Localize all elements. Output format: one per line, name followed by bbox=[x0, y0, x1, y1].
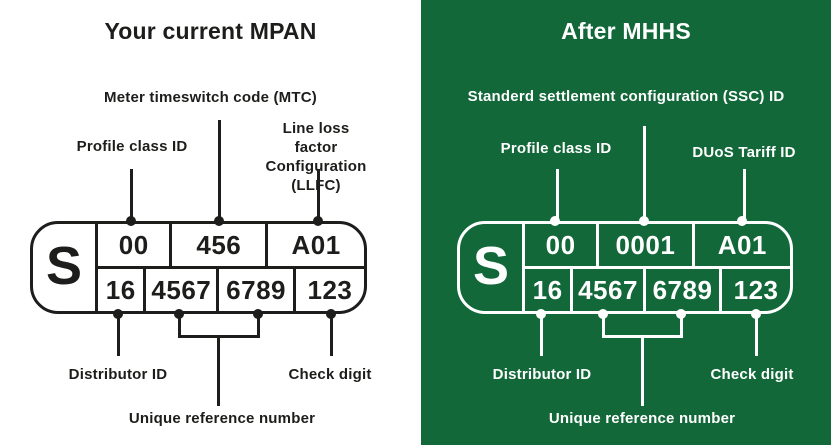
mpan-cell: A01 bbox=[717, 229, 767, 260]
llfc-label-line2: Configuration (LLFC) bbox=[265, 158, 367, 194]
mpan-cell: 16 bbox=[525, 269, 574, 311]
unique-ref-bracket-right bbox=[680, 314, 683, 338]
mpan-cell: 00 bbox=[98, 224, 173, 266]
panel-title: After MHHS bbox=[561, 18, 691, 44]
mtc-connector-line bbox=[218, 120, 221, 221]
duos-tariff-label: DUoS Tariff ID bbox=[692, 144, 796, 161]
mpan-cell: 456 bbox=[172, 224, 269, 266]
mpan-cell: 16 bbox=[98, 269, 147, 311]
profile-class-connector-line bbox=[556, 169, 559, 221]
llfc-connector-line bbox=[317, 169, 320, 221]
distributor-connector-line bbox=[117, 314, 120, 356]
mpan-cell: 0001 bbox=[599, 224, 695, 266]
profile-class-connector-line bbox=[130, 169, 133, 221]
mpan-grid: 00 456 A01 16 4567 6789 123 bbox=[98, 224, 364, 311]
mpan-cell: 123 bbox=[307, 274, 353, 305]
mpan-box: S 00 456 A01 16 4567 6789 123 bbox=[30, 221, 367, 314]
check-digit-connector-line bbox=[330, 314, 333, 356]
llfc-label: Line loss factor Configuration (LLFC) bbox=[264, 119, 369, 195]
mtc-label: Meter timeswitch code (MTC) bbox=[104, 89, 317, 106]
distributor-label: Distributor ID bbox=[68, 366, 168, 383]
check-digit-connector-line bbox=[755, 314, 758, 356]
distributor-connector-line bbox=[540, 314, 543, 356]
mpan-bottom-row: 16 4567 6789 123 bbox=[525, 269, 790, 311]
mpan-bottom-row: 16 4567 6789 123 bbox=[98, 269, 364, 311]
mpan-cell: 4567 bbox=[573, 269, 646, 311]
mpan-cell: 123 bbox=[733, 274, 779, 305]
unique-ref-bracket-right bbox=[257, 314, 260, 338]
mpan-cell: 00 bbox=[525, 224, 600, 266]
check-digit-label: Check digit bbox=[710, 366, 794, 383]
llfc-label-line1: Line loss factor bbox=[282, 120, 350, 156]
ssc-label: Standerd settlement configuration (SSC) … bbox=[467, 88, 785, 105]
mpan-prefix: S bbox=[33, 224, 98, 311]
check-digit-label: Check digit bbox=[288, 366, 372, 383]
unique-ref-bracket-left bbox=[178, 314, 181, 338]
profile-class-label: Profile class ID bbox=[76, 138, 188, 155]
after-mhhs-panel: After MHHS Standerd settlement configura… bbox=[421, 0, 831, 445]
unique-ref-label: Unique reference number bbox=[128, 410, 316, 427]
mpan-cell: 6789 bbox=[219, 269, 296, 311]
mpan-box: S 00 0001 A01 16 4567 6789 123 bbox=[457, 221, 793, 314]
ssc-connector-line bbox=[643, 126, 646, 221]
mpan-prefix: S bbox=[460, 224, 525, 311]
unique-ref-bracket-left bbox=[602, 314, 605, 338]
duos-connector-line bbox=[743, 169, 746, 221]
mpan-top-row: 00 456 A01 bbox=[98, 224, 364, 269]
current-mpan-panel: Your current MPAN Meter timeswitch code … bbox=[30, 18, 372, 427]
mpan-cell: 6789 bbox=[646, 269, 723, 311]
unique-ref-label: Unique reference number bbox=[548, 410, 736, 427]
unique-ref-stem-line bbox=[641, 335, 644, 406]
mpan-cell: A01 bbox=[291, 229, 341, 260]
profile-class-label: Profile class ID bbox=[500, 140, 612, 157]
panel-title: Your current MPAN bbox=[104, 18, 317, 44]
distributor-label: Distributor ID bbox=[492, 366, 592, 383]
mpan-grid: 00 0001 A01 16 4567 6789 123 bbox=[525, 224, 790, 311]
unique-ref-stem-line bbox=[217, 335, 220, 406]
mpan-cell: 4567 bbox=[146, 269, 220, 311]
mpan-top-row: 00 0001 A01 bbox=[525, 224, 790, 269]
